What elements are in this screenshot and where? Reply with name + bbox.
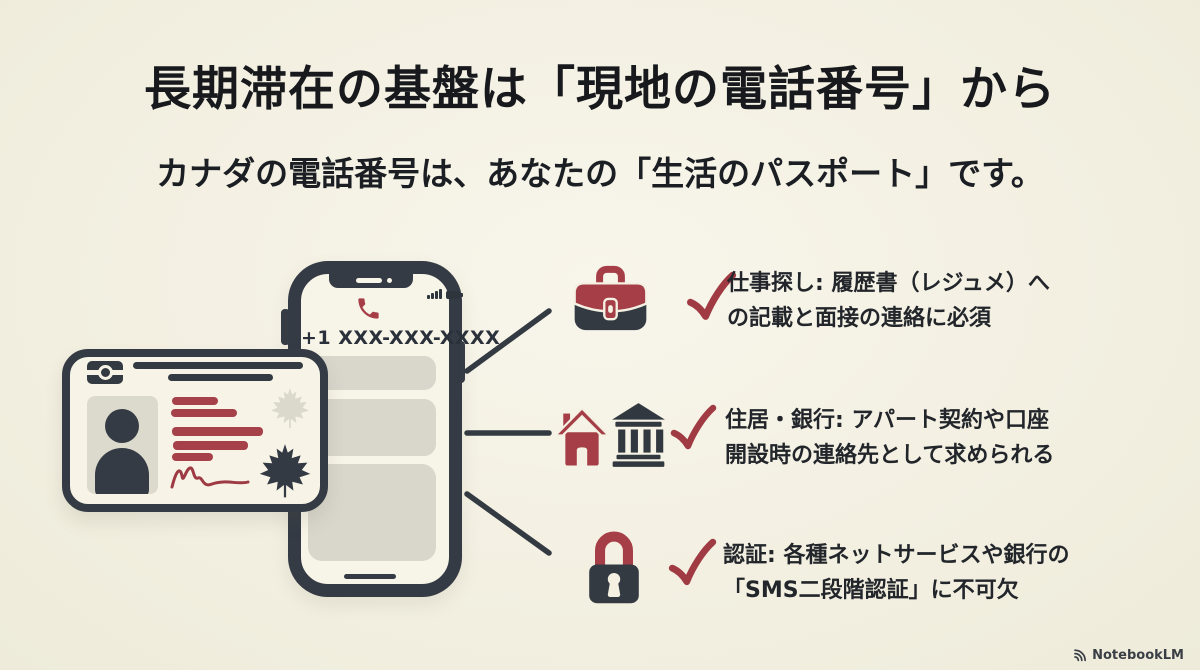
bank-icon <box>612 403 665 467</box>
card-portrait-photo <box>87 396 158 494</box>
message-bubble <box>308 399 436 456</box>
card-text-line <box>172 453 213 461</box>
benefit-item-housing-banking: 住居・銀行: アパート契約や口座 開設時の連絡先として求められる <box>725 403 1054 473</box>
phone-call-icon <box>358 298 379 319</box>
card-text-line <box>171 409 237 417</box>
card-camera-icon <box>87 361 123 384</box>
message-bubble <box>308 464 436 561</box>
page-subtitle: カナダの電話番号は、あなたの「生活のパスポート」です。 <box>156 154 1044 193</box>
phone-home-indicator <box>344 574 396 579</box>
connector-lines <box>464 308 552 556</box>
card-header-line <box>168 374 273 381</box>
card-text-line <box>172 397 218 405</box>
phone-speaker <box>356 278 382 283</box>
local-phone-number: +1 XXX-XXX-XXXX <box>301 327 501 349</box>
message-bubble <box>308 356 436 390</box>
notebooklm-logo-icon <box>1074 649 1087 662</box>
phone-volume-button <box>281 309 290 345</box>
id-card-illustration <box>62 349 328 512</box>
page-title: 長期滞在の基盤は「現地の電話番号」から <box>144 62 1056 117</box>
maple-leaf-icon <box>271 388 309 429</box>
benefit-text-line: 開設時の連絡先として求められる <box>725 443 1055 468</box>
checkmark-icon <box>668 538 717 586</box>
footer-brand: NotebookLM <box>1072 648 1184 663</box>
signal-bars-icon <box>427 289 442 299</box>
person-silhouette-icon <box>105 409 139 443</box>
card-header-line <box>133 362 303 369</box>
checkmark-icon <box>686 271 737 320</box>
benefit-text-line: 認証: 各種ネットサービスや銀行の <box>723 543 1070 568</box>
brand-name: NotebookLM <box>1092 648 1184 663</box>
checkmark-icon <box>670 404 717 450</box>
signature-scribble <box>170 466 250 489</box>
benefit-text-line: 仕事探し: 履歴書（レジュメ）へ <box>727 271 1050 296</box>
phone-camera-dot <box>387 278 392 283</box>
phone-status-bar <box>427 289 463 299</box>
house-icon <box>556 406 608 466</box>
maple-leaf-icon <box>259 444 311 498</box>
padlock-icon <box>589 531 639 604</box>
battery-icon <box>445 291 463 299</box>
benefit-text-line: 「SMS二段階認証」に不可欠 <box>723 578 1019 603</box>
benefit-item-authentication: 認証: 各種ネットサービスや銀行の 「SMS二段階認証」に不可欠 <box>723 538 1069 608</box>
phone-notch <box>329 274 413 288</box>
card-text-line <box>172 427 263 436</box>
benefit-text-line: の記載と面接の連絡に必須 <box>727 306 992 331</box>
benefit-text-line: 住居・銀行: アパート契約や口座 <box>725 408 1050 433</box>
benefit-item-jobs: 仕事探し: 履歴書（レジュメ）へ の記載と面接の連絡に必須 <box>727 266 1050 336</box>
card-text-line <box>173 441 248 450</box>
briefcase-icon <box>573 265 648 331</box>
